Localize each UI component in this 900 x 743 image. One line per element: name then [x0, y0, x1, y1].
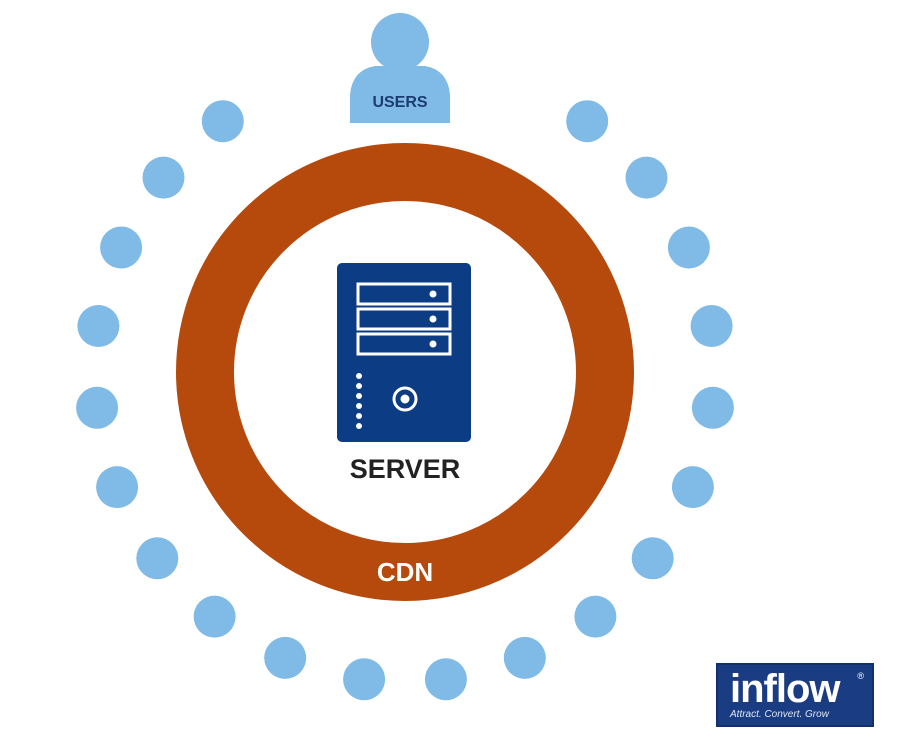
edge-node: [671, 466, 714, 509]
edge-node: [503, 636, 546, 679]
edge-node: [142, 156, 185, 199]
edge-node: [136, 537, 179, 580]
logo-registered-mark: ®: [857, 671, 864, 681]
edge-node: [566, 100, 609, 143]
edge-node: [691, 386, 734, 429]
cdn-ring: [176, 143, 634, 601]
user-icon: [350, 13, 450, 123]
logo-wordmark: inflow: [730, 667, 841, 711]
logo-tagline: Attract. Convert. Grow: [730, 709, 829, 720]
inflow-logo: inflow ® Attract. Convert. Grow: [716, 663, 874, 727]
edge-nodes: [76, 100, 734, 701]
edge-node: [77, 305, 120, 347]
cdn-label: CDN: [377, 557, 433, 587]
edge-node: [100, 226, 143, 269]
edge-node: [193, 595, 236, 638]
edge-node: [625, 156, 668, 199]
server-label: SERVER: [350, 454, 461, 484]
edge-node: [201, 100, 244, 143]
server-tower-icon: [337, 263, 471, 442]
edge-node: [343, 658, 386, 701]
edge-node: [667, 226, 710, 269]
edge-node: [574, 595, 617, 638]
edge-node: [424, 658, 467, 701]
edge-node: [264, 636, 307, 679]
users-label: USERS: [372, 94, 427, 111]
edge-node: [631, 537, 674, 580]
edge-node: [76, 386, 119, 429]
edge-node: [690, 305, 733, 347]
edge-node: [96, 466, 139, 509]
